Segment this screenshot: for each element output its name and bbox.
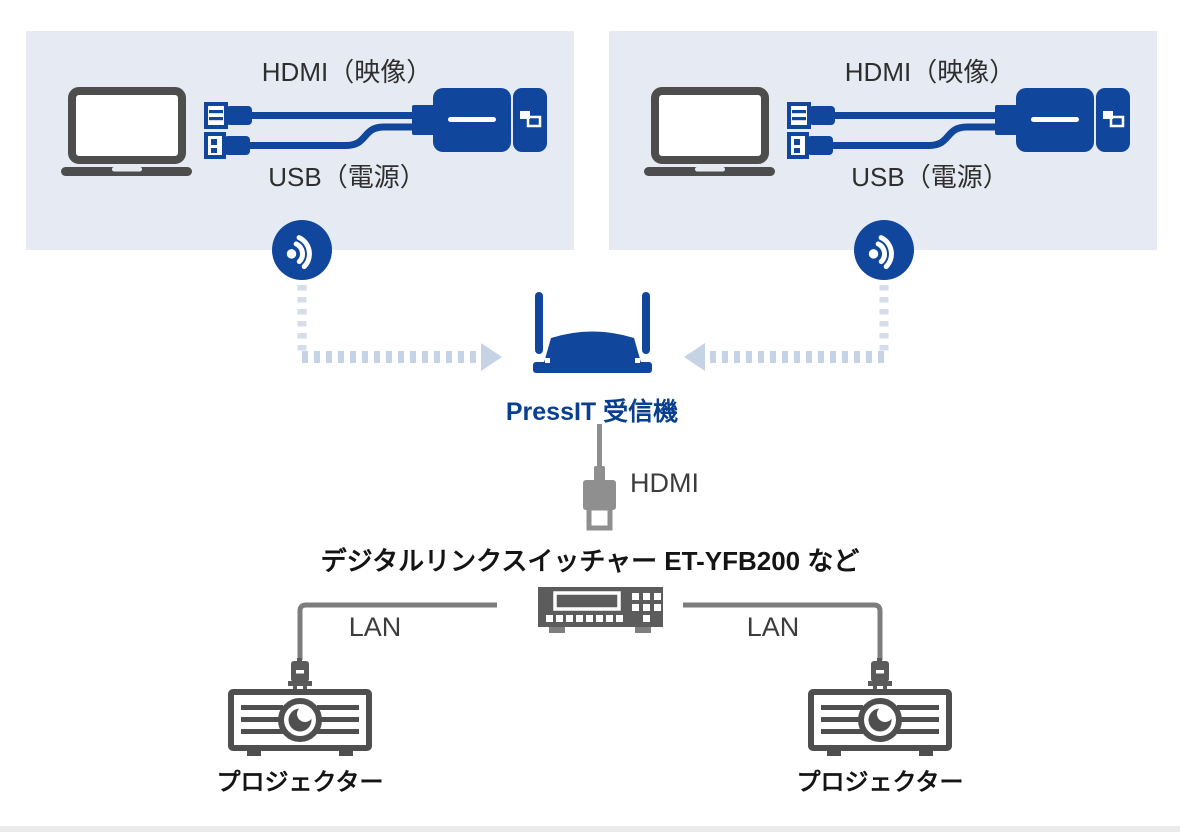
- projector-name-left: プロジェクター: [216, 769, 384, 796]
- lan-plug-icon: [868, 658, 892, 690]
- hdmi-output-label: HDMI: [630, 468, 699, 498]
- receiver-router-icon: [533, 292, 652, 373]
- transmitter-icon: [995, 88, 1130, 152]
- switcher-name: デジタルリンクスイッチャー ET-YFB200 など: [320, 546, 860, 576]
- usb-cable: [787, 123, 999, 159]
- receiver-name: PressIT 受信機: [505, 398, 679, 426]
- wireless-arrow-right: [684, 285, 889, 371]
- lan-label-right: LAN: [746, 612, 800, 642]
- lan-label-left: LAN: [348, 612, 402, 642]
- digital-link-switcher-icon: [538, 587, 663, 633]
- lan-plug-icon: [288, 658, 312, 690]
- hdmi-plug-icon: [583, 424, 616, 531]
- hdmi-cable: [787, 102, 999, 129]
- usb-cable: [204, 123, 416, 159]
- hdmi-video-label: HDMI（映像）: [261, 57, 433, 87]
- projector-icon: [808, 689, 952, 756]
- laptop-icon: [61, 87, 192, 176]
- wireless-signal-icon: [272, 220, 332, 280]
- usb-power-label: USB（電源）: [851, 162, 1009, 192]
- projector-name-right: プロジェクター: [796, 769, 964, 796]
- laptop-transmitter-assembly: [61, 87, 547, 176]
- hdmi-cable: [204, 102, 416, 129]
- laptop-transmitter-assembly: [644, 87, 1130, 176]
- projector-icon: [228, 689, 372, 756]
- sender-panel-1: HDMI（映像） USB（電源）: [26, 31, 574, 250]
- sender-panel-2: HDMI（映像） USB（電源）: [609, 31, 1157, 250]
- usb-power-label: USB（電源）: [268, 162, 426, 192]
- transmitter-icon: [412, 88, 547, 152]
- laptop-icon: [644, 87, 775, 176]
- bottom-divider: [0, 826, 1180, 832]
- wireless-signal-icon: [854, 220, 914, 280]
- wireless-arrow-left: [297, 285, 502, 371]
- hdmi-video-label: HDMI（映像）: [844, 57, 1016, 87]
